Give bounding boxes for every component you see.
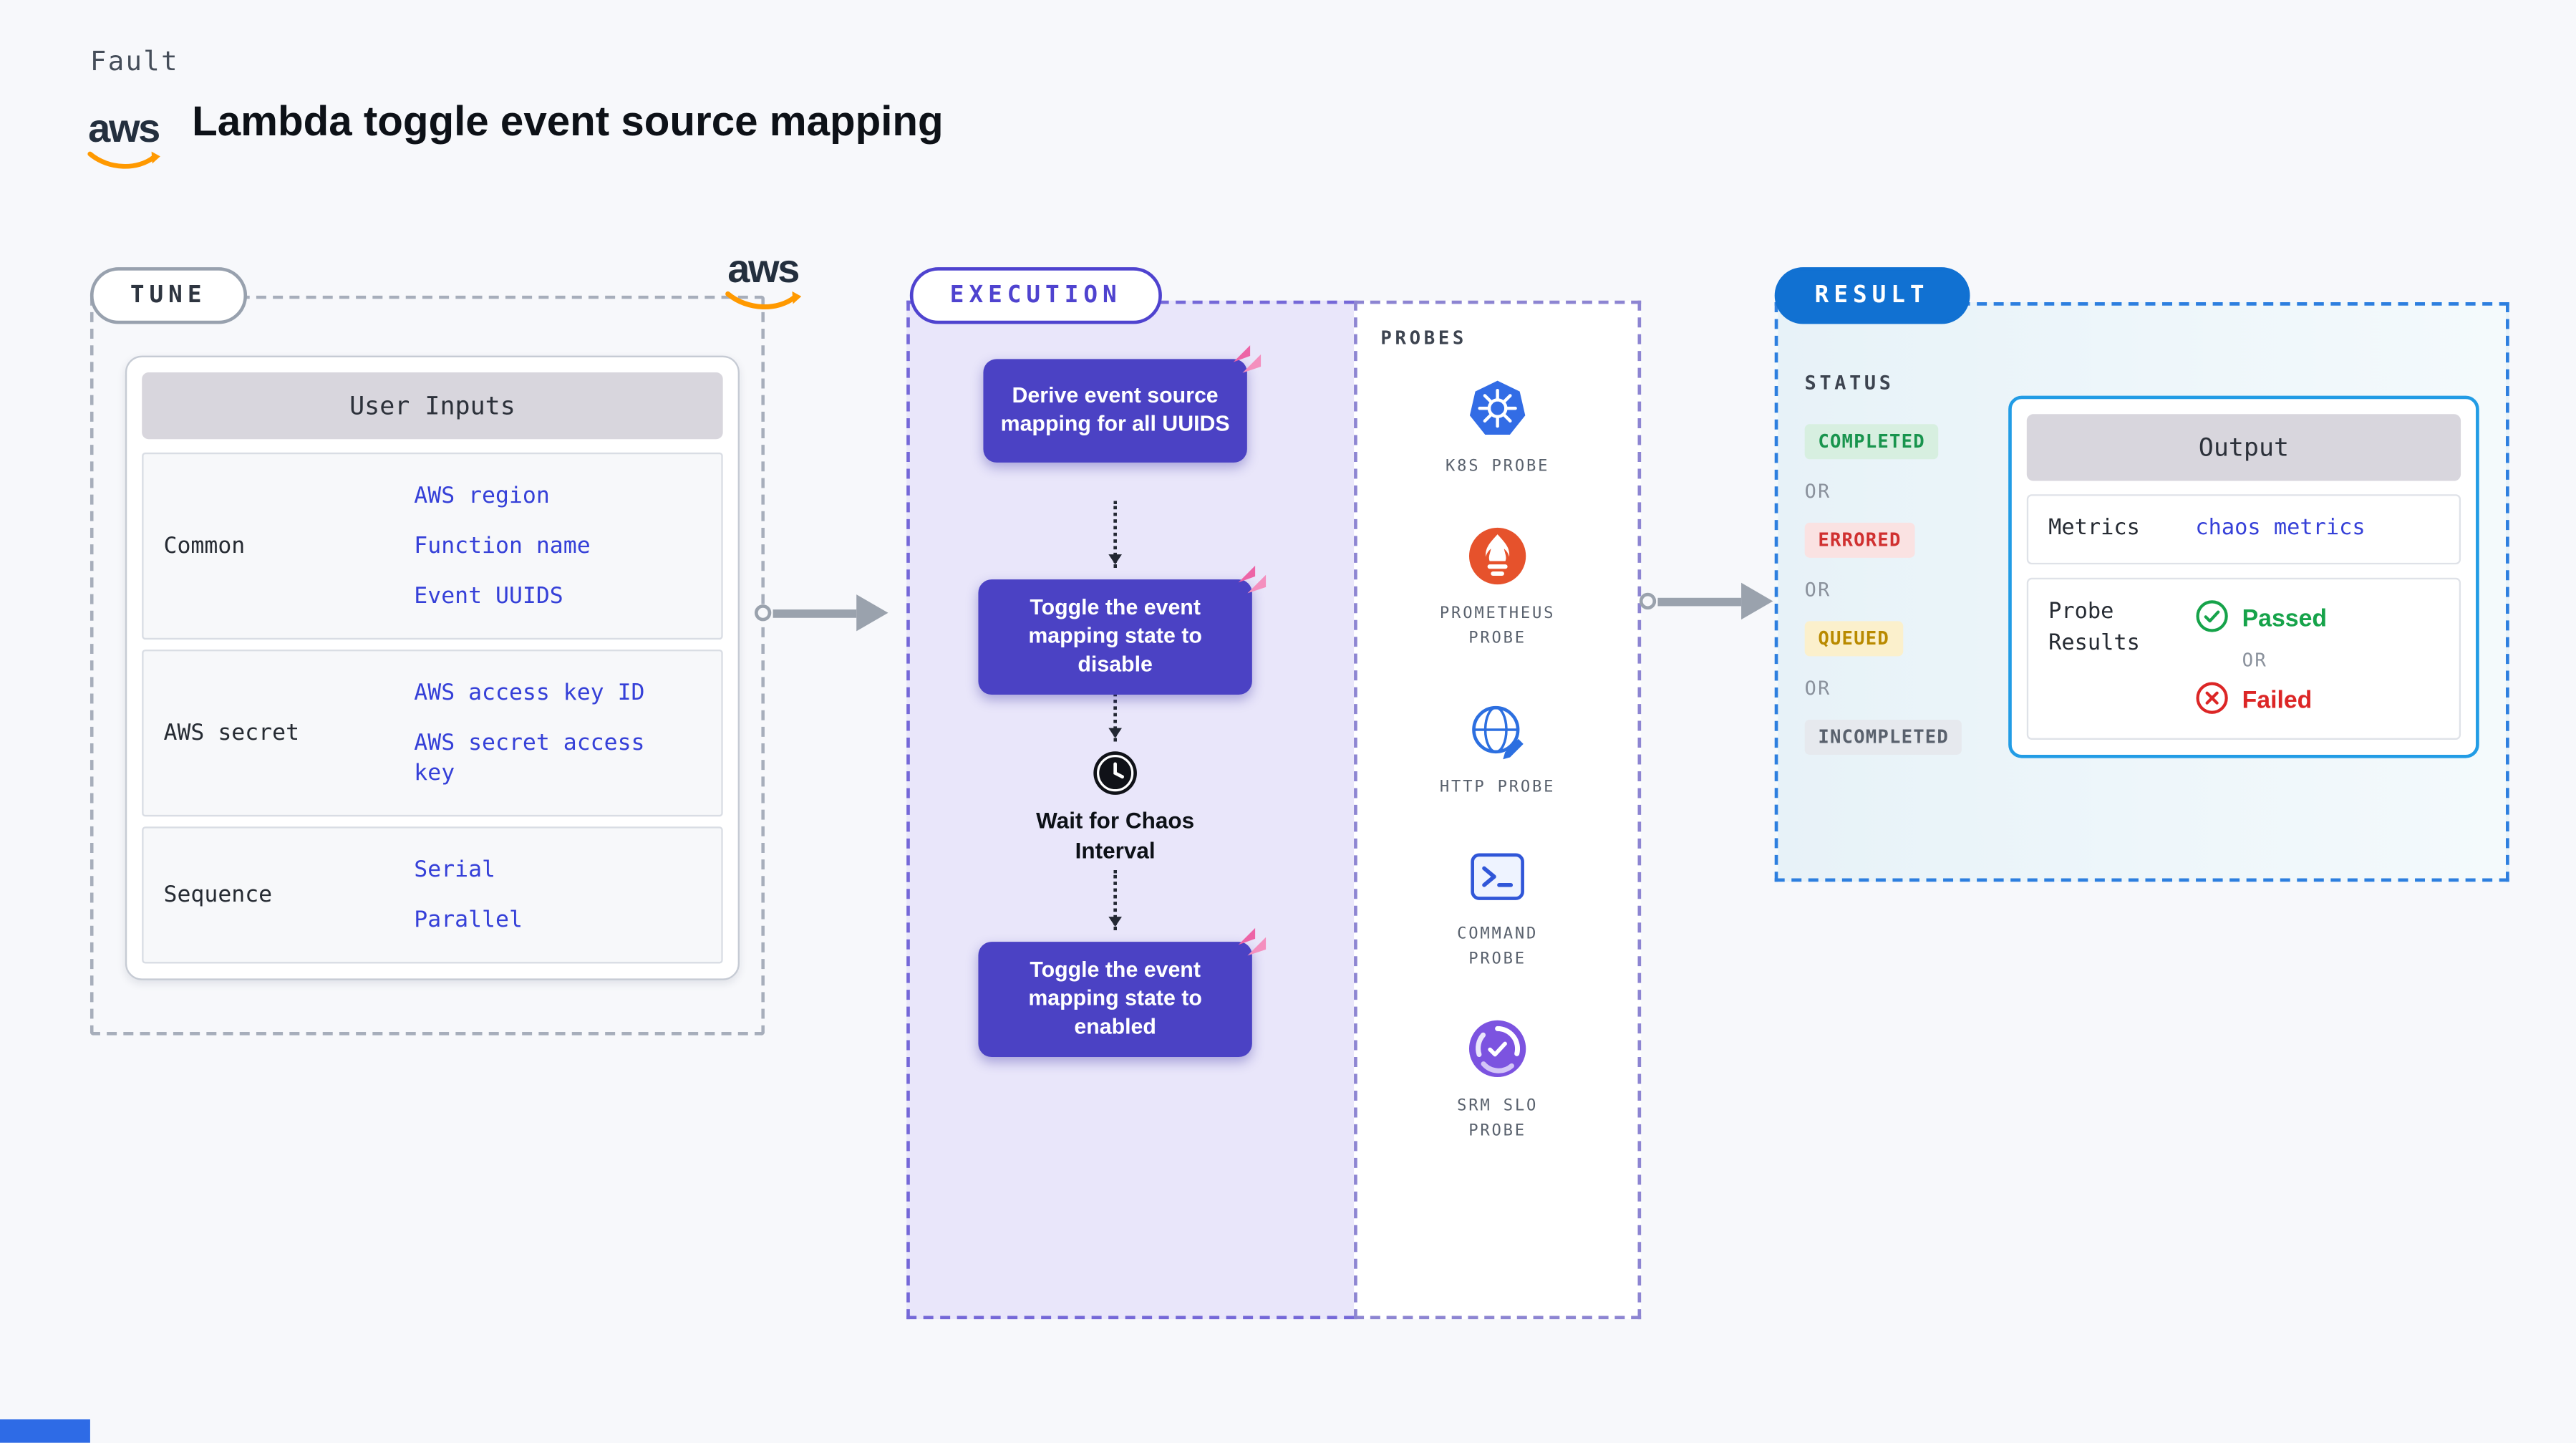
tune-section [89,295,765,1036]
arrow-shaft [1657,597,1742,606]
probe-item-command: COMMAND PROBE [1428,846,1568,973]
link-aws-secret-access-key[interactable]: AWS secret access key [414,729,645,787]
arrow-execution-to-result [1639,582,1773,620]
or-label: OR [1804,577,1831,602]
failed-line: Failed [2195,680,2327,720]
or-label: OR [2242,648,2268,671]
arrow-start-ring [1639,592,1657,610]
status-badge-incompleted: INCOMPLETED [1804,720,1962,755]
command-probe-icon [1468,846,1528,907]
status-badge-queued: QUEUED [1804,621,1903,657]
row-links-aws-secret: AWS access key ID AWS secret access key [414,668,684,798]
step-toggle-enabled: Toggle the event mapping state to enable… [978,927,1267,1057]
arrow-head-icon [856,594,888,632]
flow-connector [1108,869,1122,930]
probe-item-http: HTTP PROBE [1440,699,1555,799]
or-label: OR [1804,479,1831,503]
metrics-label: Metrics [2048,516,2140,541]
probe-item-k8s: K8S PROBE [1446,379,1549,479]
arrow-start-ring [754,604,772,622]
clock-icon [1092,750,1138,796]
chaos-step-icon [1229,341,1265,377]
chaos-step-icon [1234,561,1270,597]
row-label-sequence: Sequence [163,882,273,909]
or-label: OR [1804,676,1831,700]
probe-results-values: Passed OR Failed [2195,595,2327,720]
aws-logo-text: aws [88,107,160,153]
input-row-common: Common AWS region Function name Event UU… [142,452,723,640]
link-aws-region[interactable]: AWS region [414,482,550,510]
tune-pill: TUNE [89,267,247,324]
step-derive-event-source-mapping: Derive event source mapping for all UUID… [983,345,1262,463]
probes-heading: PROBES [1380,327,1468,349]
row-label-common: Common [163,532,246,560]
chaos-metrics-link[interactable]: chaos metrics [2195,516,2366,542]
result-pill: RESULT [1774,267,1970,324]
passed-line: Passed [2195,599,2327,639]
passed-check-icon [2195,599,2229,639]
k8s-probe-icon [1468,379,1528,439]
http-probe-icon [1468,699,1528,759]
aws-logo: aws [87,110,160,180]
page-title: Lambda toggle event source mapping [192,98,944,145]
step-text: Toggle the event mapping state to disabl… [1028,594,1202,676]
prometheus-probe-icon [1468,526,1528,587]
user-inputs-header: User Inputs [142,372,723,440]
step-text: Toggle the event mapping state to enable… [1028,957,1202,1038]
row-links-sequence: Serial Parallel [414,845,684,945]
link-parallel[interactable]: Parallel [414,907,523,934]
probe-label: COMMAND PROBE [1457,925,1539,969]
fault-kicker: Fault [89,44,179,77]
probe-results-row: Probe Results Passed OR Failed [2026,576,2461,739]
link-aws-access-key-id[interactable]: AWS access key ID [414,680,645,707]
aws-smile-icon [87,150,160,180]
user-inputs-card: User Inputs Common AWS region Function n… [125,355,740,980]
execution-pill: EXECUTION [909,267,1162,324]
input-row-aws-secret: AWS secret AWS access key ID AWS secret … [142,650,723,817]
link-event-uuids[interactable]: Event UUIDS [414,582,563,610]
probes-list: K8S PROBE PROMETHEUS PROBE [1357,379,1638,1144]
arrow-head-icon [1741,582,1773,620]
probe-results-label: Probe Results [2048,598,2140,657]
link-function-name[interactable]: Function name [414,532,591,560]
chaos-step-icon [1234,923,1270,960]
failed-x-icon [2195,680,2229,720]
wait-for-chaos-interval-label: Wait for Chaos Interval [1036,808,1195,864]
flow-connector [1108,501,1122,568]
status-heading: STATUS [1804,370,1894,395]
output-header: Output [2026,414,2461,481]
flow-connector [1108,687,1122,742]
status-badge-errored: ERRORED [1804,522,1915,558]
probe-label: SRM SLO PROBE [1457,1097,1539,1142]
aws-smile-icon [725,291,802,321]
step-toggle-disable: Toggle the event mapping state to disabl… [978,565,1267,695]
input-row-sequence: Sequence Serial Parallel [142,826,723,964]
status-column: STATUS COMPLETED OR ERRORED OR QUEUED OR… [1804,370,1962,755]
row-label-aws-secret: AWS secret [163,720,300,747]
probe-label: HTTP PROBE [1439,777,1556,796]
probe-label: K8S PROBE [1446,457,1550,476]
link-serial[interactable]: Serial [414,856,496,884]
arrow-tune-to-execution [754,594,888,632]
row-links-common: AWS region Function name Event UUIDS [414,471,684,622]
output-card: Output Metrics chaos metrics Probe Resul… [2008,395,2479,758]
status-badge-completed: COMPLETED [1804,424,1939,460]
aws-logo-text: aws [727,247,800,293]
step-text: Derive event source mapping for all UUID… [1000,382,1230,436]
arrow-shaft [773,608,857,617]
bottom-left-blue-bar [0,1419,90,1443]
metrics-row: Metrics chaos metrics [2026,494,2461,564]
aws-logo-tune: aws [725,247,802,321]
probe-item-prometheus: PROMETHEUS PROBE [1428,526,1568,652]
srm-slo-probe-icon [1468,1019,1528,1079]
probe-label: PROMETHEUS PROBE [1439,604,1556,649]
failed-label: Failed [2242,687,2313,714]
execution-section [906,300,1355,1320]
probes-panel: PROBES K8S PROBE [1354,300,1642,1320]
probe-item-srm-slo: SRM SLO PROBE [1428,1019,1568,1145]
passed-label: Passed [2242,605,2328,632]
